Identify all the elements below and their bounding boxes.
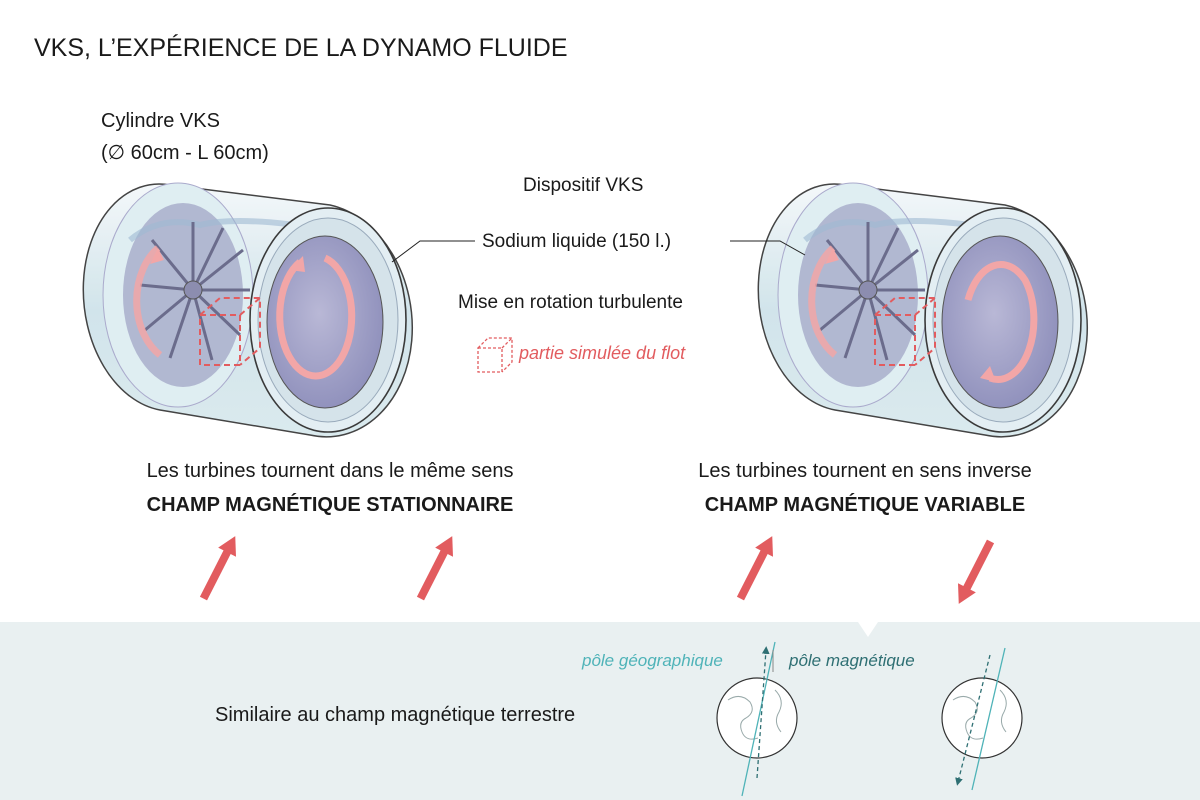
field-arrows bbox=[199, 536, 995, 604]
magnetic-pole-label: pôle magnétique bbox=[789, 651, 915, 670]
left-case-description: Les turbines tournent dans le même sens bbox=[146, 460, 514, 482]
device-label: Dispositif VKS bbox=[523, 175, 644, 196]
earth-similarity-label: Similaire au champ magnétique terrestre bbox=[215, 704, 576, 726]
earth-globe-left bbox=[716, 641, 798, 797]
field-arrow-up bbox=[416, 536, 453, 601]
field-arrow-up bbox=[736, 536, 773, 601]
leader-line-left bbox=[391, 240, 475, 263]
earth-panel bbox=[0, 622, 1200, 800]
cylinder-dimensions: (∅ 60cm - L 60cm) bbox=[101, 142, 269, 164]
field-arrow-up bbox=[199, 536, 236, 601]
field-arrow-down bbox=[958, 539, 995, 604]
simulated-flow-cube bbox=[199, 297, 261, 366]
right-case-description: Les turbines tournent en sens inverse bbox=[698, 460, 1032, 482]
leader-line-right bbox=[730, 240, 806, 256]
vks-cylinder-left bbox=[82, 182, 414, 438]
geographic-pole-label: pôle géographique bbox=[582, 651, 723, 670]
vks-cylinder-right bbox=[757, 182, 1089, 438]
rotation-label: Mise en rotation turbulente bbox=[458, 292, 683, 313]
right-case-result: CHAMP MAGNÉTIQUE VARIABLE bbox=[704, 494, 1026, 516]
page-title: VKS, L’EXPÉRIENCE DE LA DYNAMO FLUIDE bbox=[34, 34, 568, 62]
cube-legend-icon bbox=[477, 337, 513, 373]
cylinder-label: Cylindre VKS bbox=[101, 110, 220, 132]
simulated-part-label: partie simulée du flot bbox=[519, 343, 686, 363]
sodium-label: Sodium liquide (150 l.) bbox=[482, 231, 672, 252]
left-case-result: CHAMP MAGNÉTIQUE STATIONNAIRE bbox=[146, 494, 514, 516]
simulated-flow-cube bbox=[874, 297, 936, 366]
earth-globe-right bbox=[941, 647, 1023, 791]
